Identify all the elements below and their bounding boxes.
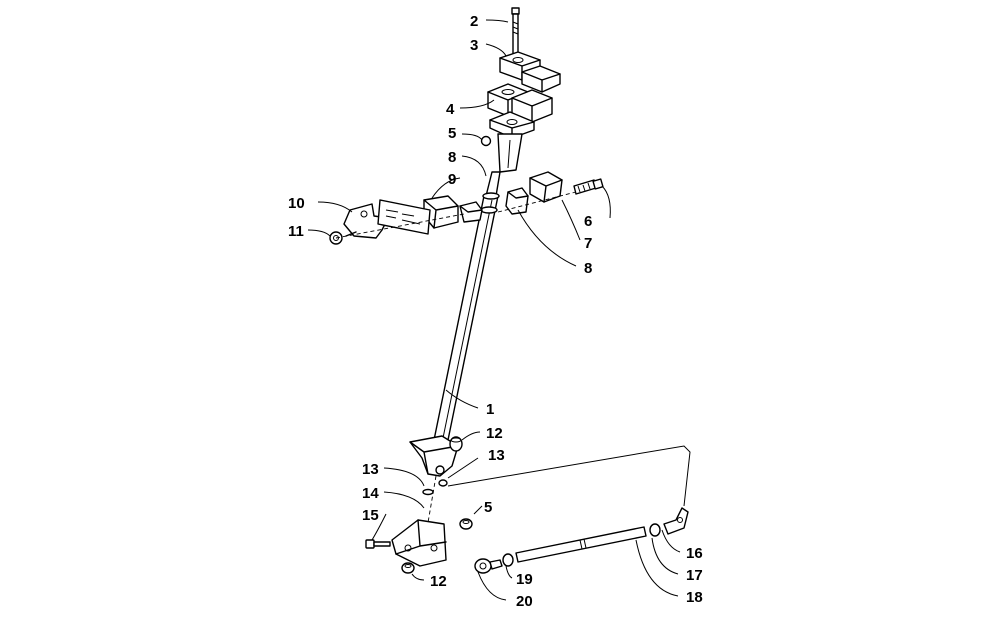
steering-post [409,111,535,477]
steering-retainer-plate [343,203,389,239]
callout-11: 11 [288,223,304,240]
callout-10: 10 [288,195,305,212]
nut-upper [480,135,492,147]
callout-6: 6 [584,213,592,230]
bracket-bolt [365,539,391,549]
lock-nut-left [329,231,343,245]
callout-19: 19 [516,571,533,588]
bracket-nut-bottom [401,562,415,574]
tie-rod-end-right [663,507,689,535]
callout-5b: 5 [484,499,492,516]
callout-17: 17 [686,567,703,584]
callout-13b: 13 [362,461,379,478]
steering-block-halves [423,195,483,229]
callout-20: 20 [516,593,533,610]
callout-12: 12 [486,425,503,442]
jam-nut-right [649,523,661,537]
callout-12b: 12 [430,573,447,590]
tie-rod-end-left [474,558,503,574]
callout-3: 3 [470,37,478,54]
bracket-nut-right [459,518,473,530]
upper-handlebar-cap [499,51,561,93]
clamp-bolt [573,178,604,195]
callout-13: 13 [488,447,505,464]
callout-7: 7 [584,235,592,252]
block-decal-bolts [377,199,431,235]
callout-4: 4 [446,101,455,118]
callout-1: 1 [486,401,494,418]
leader-lines [307,19,681,601]
callout-18: 18 [686,589,703,606]
callout-2: 2 [470,13,478,30]
jam-nut-left [502,553,514,567]
lower-bushing [449,436,463,452]
washers [422,479,448,496]
callout-16: 16 [686,545,703,562]
callout-8b: 8 [584,260,592,277]
lower-support-bracket [391,519,447,567]
tie-rod [515,526,647,563]
callout-14: 14 [362,485,379,502]
callout-5: 5 [448,125,456,142]
split-clamp [505,171,563,215]
callout-9: 9 [448,171,456,188]
callout-15: 15 [362,507,379,524]
callout-8: 8 [448,149,456,166]
